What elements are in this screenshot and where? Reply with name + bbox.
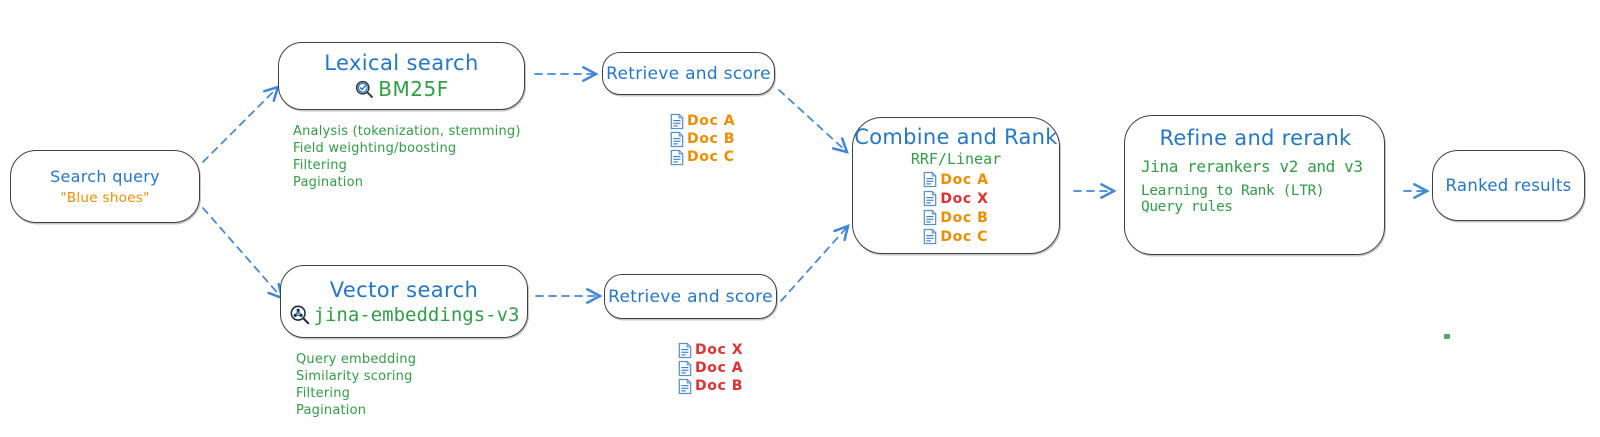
document-icon (923, 190, 938, 207)
lexical-search-title: Lexical search (324, 51, 479, 75)
doc-label: Doc A (687, 113, 736, 129)
lexical-features-list: Analysis (tokenization, stemming) Field … (293, 123, 521, 191)
doc-item: Doc A (923, 170, 988, 189)
doc-item: Doc C (670, 148, 735, 166)
ranked-results-title: Ranked results (1445, 176, 1572, 195)
search-query-node[interactable]: Search query "Blue shoes" (10, 150, 200, 223)
retrieve-score-lexical-node[interactable]: Retrieve and score (602, 52, 775, 95)
combine-rank-title: Combine and Rank (854, 125, 1058, 149)
feature-item: Pagination (293, 175, 364, 190)
retrieve-score-vector-node[interactable]: Retrieve and score (604, 274, 777, 319)
vector-doc-list: Doc X Doc A Doc B (678, 341, 743, 395)
combined-doc-list: Doc A Doc X Doc B Doc C (923, 170, 988, 246)
refine-feature-query-rules: Query rules (1141, 199, 1233, 215)
search-query-value: "Blue shoes" (60, 190, 150, 206)
doc-label: Doc C (940, 228, 989, 245)
document-icon (923, 228, 938, 245)
feature-item: Analysis (tokenization, stemming) (293, 124, 521, 139)
feature-item: Filtering (296, 386, 351, 401)
refine-rerank-node[interactable]: Refine and rerank Jina rerankers v2 and … (1124, 115, 1385, 255)
doc-item: Doc B (923, 208, 988, 227)
document-icon (678, 341, 692, 359)
doc-item: Doc B (678, 377, 743, 395)
vector-search-node[interactable]: Vector search jina-embeddings-v3 (280, 265, 528, 338)
combine-rank-node[interactable]: Combine and Rank RRF/Linear Doc A Doc X … (852, 117, 1060, 254)
doc-label: Doc X (695, 342, 744, 358)
feature-item: Field weighting/boosting (293, 141, 457, 156)
document-icon (923, 209, 938, 226)
doc-label: Doc A (940, 171, 989, 188)
reranker-label: Jina rerankers v2 and v3 (1141, 157, 1363, 176)
magnifier-vector-icon (289, 304, 311, 326)
doc-item: Doc X (923, 189, 988, 208)
feature-item: Query embedding (296, 352, 417, 367)
lexical-search-node[interactable]: Lexical search BM25F (278, 42, 525, 110)
arrow-retrieve-top-to-combine (778, 89, 847, 152)
refine-feature-ltr: Learning to Rank (LTR) (1141, 183, 1325, 199)
arrow-query-to-lexical (202, 87, 278, 163)
stray-mark (1444, 334, 1450, 339)
arrow-query-to-vector (202, 207, 282, 298)
feature-item: Similarity scoring (296, 369, 413, 384)
feature-item: Filtering (293, 158, 348, 173)
document-icon (678, 359, 692, 377)
doc-item: Doc A (670, 112, 735, 130)
lexical-doc-list: Doc A Doc B Doc C (670, 112, 735, 166)
doc-label: Doc B (687, 131, 736, 147)
magnifier-check-icon (354, 79, 375, 100)
search-query-title: Search query (50, 167, 160, 186)
doc-label: Doc B (695, 378, 744, 394)
doc-item: Doc A (678, 359, 743, 377)
combine-method-label: RRF/Linear (910, 150, 1002, 168)
doc-label: Doc A (695, 360, 744, 376)
doc-label: Doc X (940, 190, 989, 207)
document-icon (670, 112, 684, 130)
ranked-results-node[interactable]: Ranked results (1432, 150, 1585, 221)
retrieve-score-title: Retrieve and score (608, 286, 773, 307)
vector-engine-label: jina-embeddings-v3 (313, 303, 520, 326)
vector-features-list: Query embedding Similarity scoring Filte… (296, 351, 416, 419)
document-icon (678, 377, 692, 395)
arrow-retrieve-bottom-to-combine (780, 226, 848, 302)
retrieve-score-title: Retrieve and score (606, 63, 771, 84)
lexical-engine-label: BM25F (378, 77, 449, 101)
document-icon (670, 148, 684, 166)
doc-item: Doc B (670, 130, 735, 148)
feature-item: Pagination (296, 403, 367, 418)
doc-item: Doc C (923, 227, 988, 246)
doc-label: Doc C (687, 149, 735, 165)
refine-rerank-title: Refine and rerank (1159, 126, 1352, 150)
document-icon (670, 130, 684, 148)
doc-label: Doc B (940, 209, 989, 226)
vector-search-title: Vector search (329, 277, 479, 302)
document-icon (923, 171, 938, 188)
doc-item: Doc X (678, 341, 743, 359)
